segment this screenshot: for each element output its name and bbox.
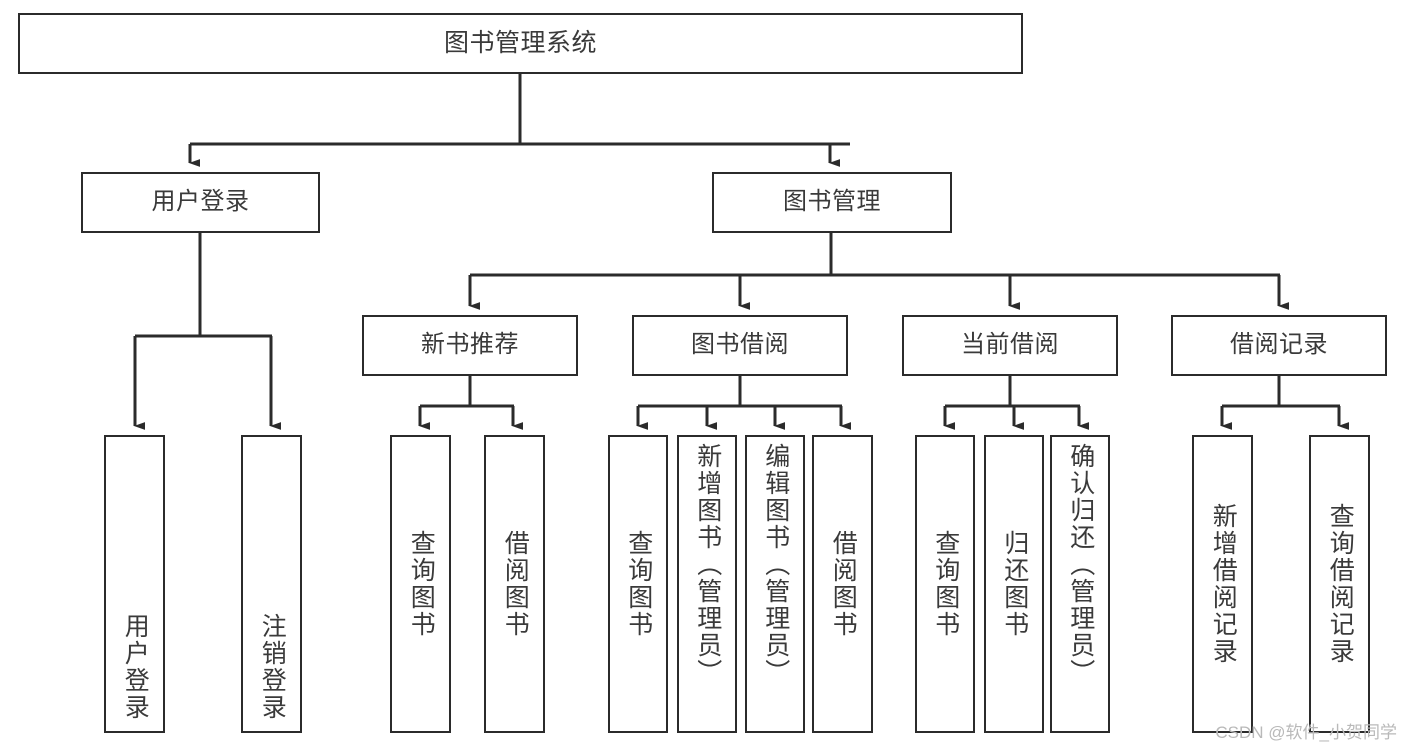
node-label: 编辑图书（管理员） bbox=[761, 443, 790, 686]
leaf-user-login[interactable]: 用户登录 bbox=[104, 435, 165, 733]
node-label: 借阅记录 bbox=[1230, 331, 1328, 359]
node-label: 注销登录 bbox=[258, 613, 287, 721]
leaf-borrow-book[interactable]: 借阅图书 bbox=[812, 435, 873, 733]
leaf-query-book-recommend[interactable]: 查询图书 bbox=[390, 435, 451, 733]
node-book-borrow[interactable]: 图书借阅 bbox=[632, 315, 848, 376]
leaf-borrow-book-recommend[interactable]: 借阅图书 bbox=[484, 435, 545, 733]
node-label: 查询借阅记录 bbox=[1326, 503, 1355, 665]
leaf-query-borrow-record[interactable]: 查询借阅记录 bbox=[1309, 435, 1370, 733]
node-current-borrow[interactable]: 当前借阅 bbox=[902, 315, 1118, 376]
node-borrow-record[interactable]: 借阅记录 bbox=[1171, 315, 1387, 376]
node-new-book-recommend[interactable]: 新书推荐 bbox=[362, 315, 578, 376]
node-book-management[interactable]: 图书管理 bbox=[712, 172, 952, 233]
node-label: 新增图书（管理员） bbox=[693, 443, 722, 686]
node-label: 图书管理 bbox=[783, 188, 881, 216]
node-user-login[interactable]: 用户登录 bbox=[81, 172, 320, 233]
node-label: 查询图书 bbox=[624, 530, 653, 638]
node-label: 借阅图书 bbox=[501, 530, 530, 638]
node-label: 图书管理系统 bbox=[443, 28, 597, 57]
leaf-logout[interactable]: 注销登录 bbox=[241, 435, 302, 733]
node-label: 确认归还（管理员） bbox=[1066, 443, 1095, 686]
node-label: 借阅图书 bbox=[829, 530, 858, 638]
leaf-query-book-current[interactable]: 查询图书 bbox=[915, 435, 975, 733]
leaf-edit-book-admin[interactable]: 编辑图书（管理员） bbox=[745, 435, 805, 733]
node-label: 查询图书 bbox=[407, 530, 436, 638]
node-label: 归还图书 bbox=[1000, 530, 1029, 638]
node-label: 用户登录 bbox=[121, 613, 150, 721]
leaf-return-book[interactable]: 归还图书 bbox=[984, 435, 1044, 733]
node-root-system[interactable]: 图书管理系统 bbox=[18, 13, 1023, 74]
node-label: 查询图书 bbox=[931, 530, 960, 638]
leaf-query-book-borrow[interactable]: 查询图书 bbox=[608, 435, 668, 733]
node-label: 新增借阅记录 bbox=[1209, 503, 1238, 665]
leaf-confirm-return-admin[interactable]: 确认归还（管理员） bbox=[1050, 435, 1110, 733]
node-label: 用户登录 bbox=[151, 188, 250, 216]
leaf-add-book-admin[interactable]: 新增图书（管理员） bbox=[677, 435, 737, 733]
node-label: 图书借阅 bbox=[691, 331, 789, 359]
node-label: 当前借阅 bbox=[961, 331, 1059, 359]
node-label: 新书推荐 bbox=[421, 331, 519, 359]
leaf-add-borrow-record[interactable]: 新增借阅记录 bbox=[1192, 435, 1253, 733]
